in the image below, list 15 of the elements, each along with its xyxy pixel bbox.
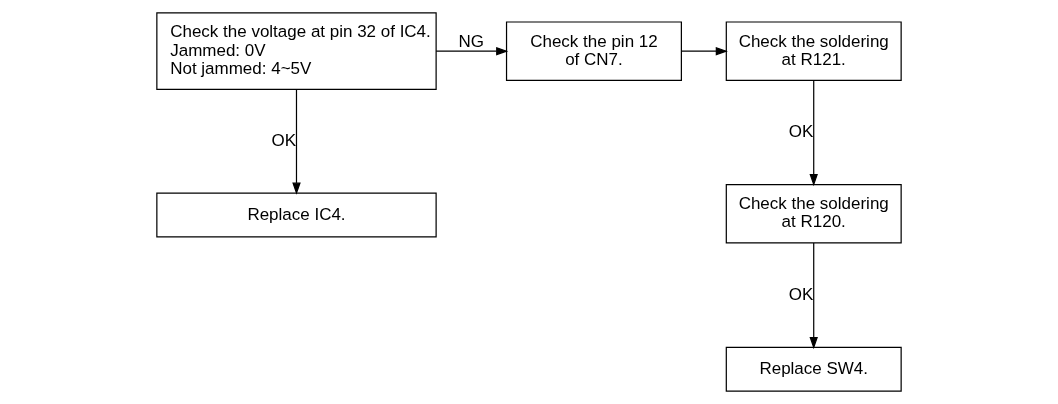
edge-label: NG: [458, 31, 485, 51]
edge-label: OK: [788, 284, 814, 304]
arrow: [435, 46, 509, 56]
edge-label: OK: [271, 130, 297, 150]
arrow: [809, 79, 818, 187]
node-box: Replace SW4.: [725, 346, 902, 392]
node-box: Check the voltage at pin 32 of IC4. Jammed: 0V Not jammed: 4~5V: [156, 12, 437, 90]
node-box: Check the soldering at R121.: [725, 21, 902, 81]
arrow: [809, 242, 818, 350]
edge-label: OK: [788, 121, 814, 141]
node-box: Check the pin 12 of CN7.: [505, 21, 682, 81]
node-box: Replace IC4.: [156, 192, 437, 238]
node-box: Check the soldering at R120.: [725, 184, 902, 244]
arrow: [680, 46, 728, 56]
arrow: [292, 88, 301, 195]
